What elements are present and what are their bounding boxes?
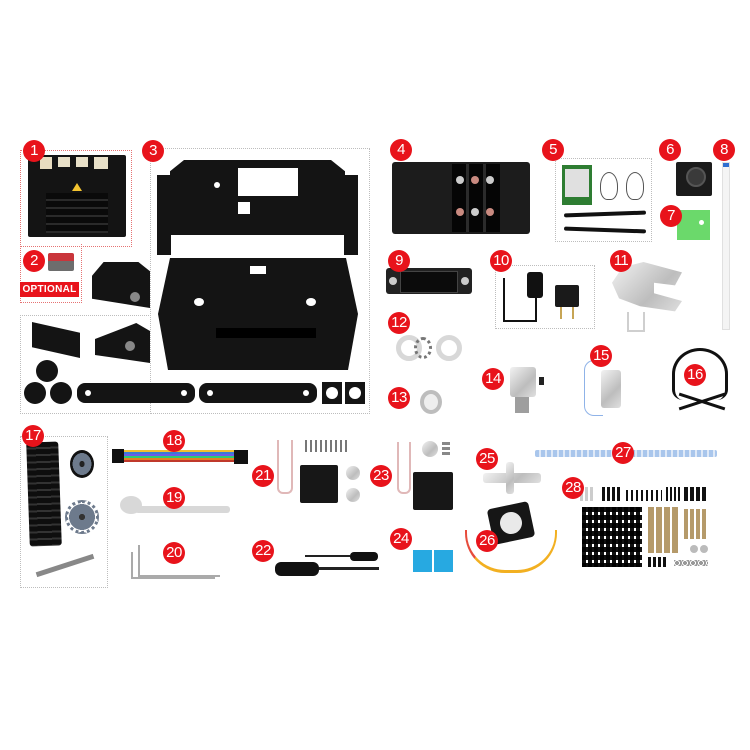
chassis-group-border <box>150 148 370 414</box>
chassis-top-plate <box>170 160 345 235</box>
wrench-handle <box>135 506 230 513</box>
badge-24: 24 <box>390 528 412 550</box>
hex-key-2 <box>131 552 215 579</box>
thrust-bearing-ring-2 <box>436 335 462 361</box>
long-plate-1 <box>77 383 195 403</box>
coupling <box>510 367 536 397</box>
cross-wrench-vertical <box>506 462 514 494</box>
badge-20: 20 <box>163 542 185 564</box>
servo-a-horn-1 <box>346 466 360 480</box>
chassis-lower-border <box>20 315 151 414</box>
badge-11: 11 <box>610 250 632 272</box>
track-sprocket <box>65 500 99 534</box>
servo-a-body <box>300 465 338 503</box>
badge-22: 22 <box>252 540 274 562</box>
pan-tilt-bracket-a <box>92 262 150 308</box>
servo-b-wire <box>397 442 411 494</box>
badge-12: 12 <box>388 312 410 334</box>
gear-motor <box>601 370 621 408</box>
badge-6: 6 <box>659 139 681 161</box>
wifi-group-border <box>555 158 652 242</box>
badge-3: 3 <box>142 140 164 162</box>
badge-9: 9 <box>388 250 410 272</box>
badge-18: 18 <box>163 430 185 452</box>
long-plate-2 <box>199 383 317 403</box>
gripper-fingers <box>627 312 645 332</box>
thermal-pad-1 <box>413 550 432 572</box>
screwdriver-small-handle <box>350 552 378 561</box>
badge-15: 15 <box>590 345 612 367</box>
chassis-lower-body <box>158 258 358 370</box>
badge-10: 10 <box>490 250 512 272</box>
thermal-pad-2 <box>434 550 453 572</box>
battery-expansion-board <box>392 162 530 234</box>
tracks-group-border <box>20 436 108 588</box>
rainbow-cable-connector-left <box>112 449 124 463</box>
badge-26: 26 <box>476 530 498 552</box>
chassis-top-leg-right <box>344 175 358 255</box>
plug-pin-1 <box>560 307 562 319</box>
black-cable <box>672 348 728 400</box>
power-adapter-cable <box>503 278 537 322</box>
hex-key-1 <box>138 545 220 577</box>
servo-disc-3 <box>50 382 72 404</box>
servo-disc-1 <box>36 360 58 382</box>
power-adapter-border <box>495 265 595 329</box>
ffc-ribbon-cable <box>722 162 730 330</box>
badge-17: 17 <box>22 425 44 447</box>
servo-b-body <box>413 472 453 510</box>
badge-4: 4 <box>390 139 412 161</box>
servo-b-screws <box>442 442 450 456</box>
wifi-card <box>562 165 592 205</box>
wifi-pigtail-2 <box>626 172 644 200</box>
badge-5: 5 <box>542 139 564 161</box>
jetson-nano-board <box>28 155 126 237</box>
micro-sd-card <box>48 253 74 271</box>
plug-pin-2 <box>572 307 574 319</box>
badge-27: 27 <box>612 442 634 464</box>
thrust-bearing-balls <box>414 337 432 359</box>
plug-converter <box>555 285 579 307</box>
screwdriver-small-shaft <box>305 555 350 557</box>
badge-13: 13 <box>388 387 410 409</box>
square-plate-1 <box>322 382 342 404</box>
screw-set <box>580 487 720 575</box>
servo-a-horn-2 <box>346 488 360 502</box>
badge-21: 21 <box>252 465 274 487</box>
badge-1: 1 <box>23 140 45 162</box>
badge-7: 7 <box>660 205 682 227</box>
servo-b-horn <box>422 441 438 457</box>
badge-14: 14 <box>482 368 504 390</box>
coupling-shaft <box>515 397 529 413</box>
ball-bearing <box>420 390 442 414</box>
badge-19: 19 <box>163 487 185 509</box>
badge-28: 28 <box>562 477 584 499</box>
rainbow-cable <box>124 450 234 462</box>
optional-sd-border <box>20 244 82 303</box>
badge-8: 8 <box>713 139 735 161</box>
track-idler-wheel <box>70 450 94 478</box>
chassis-top-leg-left <box>157 175 171 255</box>
badge-2: 2 <box>23 250 45 272</box>
rainbow-cable-connector-right <box>234 450 248 464</box>
oled-display <box>386 268 472 294</box>
wifi-pigtail-1 <box>600 172 618 200</box>
optional-label: OPTIONAL <box>20 282 79 297</box>
optional-group-border <box>20 150 132 247</box>
power-adapter-body <box>527 272 543 298</box>
badge-25: 25 <box>476 448 498 470</box>
screwdriver-large-shaft <box>319 567 379 570</box>
camera-module <box>676 162 712 196</box>
badge-23: 23 <box>370 465 392 487</box>
green-adapter-plate <box>677 210 710 240</box>
badge-16: 16 <box>684 364 706 386</box>
servo-disc-2 <box>24 382 46 404</box>
square-plate-2 <box>345 382 365 404</box>
track-belt <box>26 441 62 547</box>
servo-a-screws <box>305 440 350 452</box>
set-screw <box>539 377 544 385</box>
screwdriver-large-handle <box>275 562 319 576</box>
servo-a-wire <box>277 440 293 494</box>
